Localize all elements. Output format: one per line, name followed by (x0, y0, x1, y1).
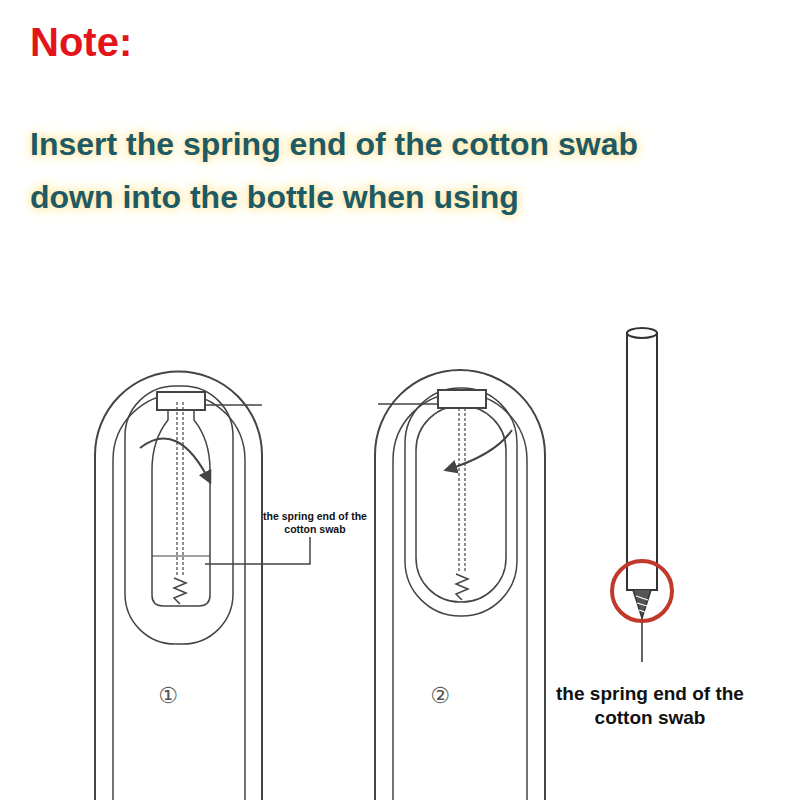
water-line (152, 555, 210, 556)
figure-one (95, 372, 310, 800)
figure-number: ② (420, 685, 460, 707)
holder (125, 386, 233, 644)
bottle (416, 406, 506, 602)
bottle-cap (157, 392, 205, 410)
swab-spring (456, 574, 468, 600)
spring-rod (641, 618, 643, 662)
highlight-circle (612, 561, 672, 621)
rotate-arrow (140, 438, 210, 482)
cap-line (378, 403, 438, 405)
rotate-arrow (446, 430, 512, 470)
cotton-swab (612, 328, 672, 662)
callout-label: the spring end of the cotton swab (525, 682, 775, 730)
swab-stick (182, 402, 183, 576)
note-title: Note: (30, 20, 132, 65)
swab-stick (458, 408, 459, 572)
spring-coils (636, 596, 648, 612)
outer-frame (375, 370, 545, 800)
spring-tip (633, 590, 651, 618)
swab-stick (176, 402, 177, 576)
tube-top (627, 328, 657, 338)
swab-tube (627, 333, 657, 590)
cap-line (205, 404, 262, 406)
inner-frame (113, 394, 245, 800)
swab-spring (174, 578, 186, 604)
bottle-cap (438, 390, 486, 408)
inner-frame (393, 393, 527, 800)
figure-number: ① (148, 685, 188, 707)
outer-frame (95, 372, 262, 800)
callout-label: the spring end of the cotton swab (255, 510, 375, 535)
holder (405, 388, 517, 616)
swab-stick (464, 408, 465, 572)
leader-line (205, 537, 310, 564)
figure-two (375, 370, 545, 800)
instruction: Insert the spring end of the cotton swab… (30, 118, 720, 224)
